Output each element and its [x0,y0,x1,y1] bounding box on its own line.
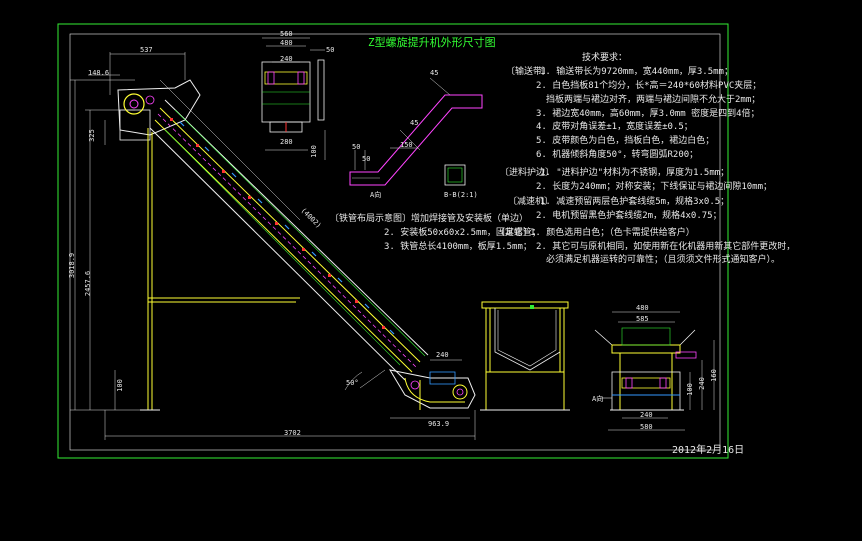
front-240: 240 [436,351,449,359]
inner-border [69,33,721,451]
dim-325: 325 [87,129,96,142]
belt-note-7: 6. 机器倾斜角度50°，转弯圆弧R200； [536,150,699,160]
dim-overall-length: 3702 [284,429,301,437]
guard-note-1: 1. "进料护边"材料为不锈钢，厚度为1.5mm； [540,168,730,178]
det-50: 50 [326,46,335,54]
belt-note-6: 5. 皮带颜色为白色，挡板白色，裙边白色； [536,136,715,146]
drawing-date: 2012年2月16日 [672,445,745,456]
section-b-label: B-B(2:1) [444,191,478,199]
side-585: 585 [636,315,649,323]
dim-3018: 3018.9 [68,252,77,279]
side-240v: 240 [697,377,706,390]
frame-note-2: 2. 安装板50x60x2.5mm，固定螺管； [384,228,541,238]
belt-note-5: 4. 皮带对角误差±1，宽度误差±0.5； [536,122,693,132]
side-view [594,311,715,431]
pipe-45a: 45 [410,119,419,127]
notes-header: 技术要求： [582,53,628,63]
belt-note-2: 2. 白色挡板81个均分，长*高＝240*60材料PVC夹层； [536,81,762,91]
pipe-50a: 50 [352,143,361,151]
side-240: 240 [640,411,653,419]
det-480: 480 [280,39,293,47]
front-view [480,301,570,411]
frame-note-3: 3. 铁管总长4100mm，板厚1.5mm； [384,242,532,252]
motor-note-2: 2. 电机预留黑色护套线缆2m，规格4x0.75； [536,211,722,221]
det-560: 560 [280,30,293,38]
det-240: 240 [280,55,293,63]
drawing-title: Z型螺旋提升机外形尺寸图 [368,36,496,49]
frame-note: 〔铁管布局示意图〕增加焊接管及安装板（单边） [330,214,529,224]
belt-note-3: 挡板两端与裙边对齐，两端与裙边间隙不允大于2mm； [546,95,761,105]
elevator-side-view [70,52,476,440]
det-100: 100 [309,145,318,158]
dim-angle: 50° [346,379,359,387]
top-section-detail [261,37,326,160]
side-view-a-label: A向 [592,395,604,403]
view-a-label: A向 [370,191,382,199]
side-100: 100 [685,383,694,396]
dim-537: 537 [140,46,153,54]
other-note-3: 必须满足机器运转的可靠性；（且须须文件形式通知客户）。 [546,255,781,265]
other-note-2: 2. 其它可与原机相同，如使用新在化机器用新其它部件更改时， [536,242,796,252]
pipe-45b: 45 [430,69,439,77]
belt-note-1: 1. 输送带长为9720mm，宽440mm，厚3.5mm； [540,67,733,77]
other-section-label: 〔其它〕 [496,228,533,238]
side-580: 580 [640,423,653,431]
other-note-1: 1. 颜色选用白色；（色卡需提供给客户） [530,228,695,238]
pipe-150: 150 [400,141,413,149]
side-480: 480 [636,304,649,312]
guard-section-label: 〔进料护边〕 [500,168,555,178]
pipe-guard-detail [349,77,483,186]
guard-note-2: 2. 长度为240mm；对称安装；下线保证与裙边间隙10mm； [536,182,773,192]
belt-note-4: 3. 裙边宽40mm，高60mm，厚3.0mm 密度是四到4倍； [536,109,760,119]
pipe-50b: 50 [362,155,371,163]
det-280: 280 [280,138,293,146]
drawing-border [57,23,729,459]
side-160: 160 [709,369,718,382]
belt-section-label: 〔输送带〕 [506,67,552,77]
motor-note-1: 1. 减速预留两层色护套线缆5m，规格3x0.5； [540,197,730,207]
motor-section-label: 〔减速机〕 [508,197,554,207]
dim-148: 148.6 [88,69,110,77]
dim-963: 963.9 [428,420,450,428]
dim-2457: 2457.6 [84,270,93,297]
dim-100: 100 [115,379,124,392]
